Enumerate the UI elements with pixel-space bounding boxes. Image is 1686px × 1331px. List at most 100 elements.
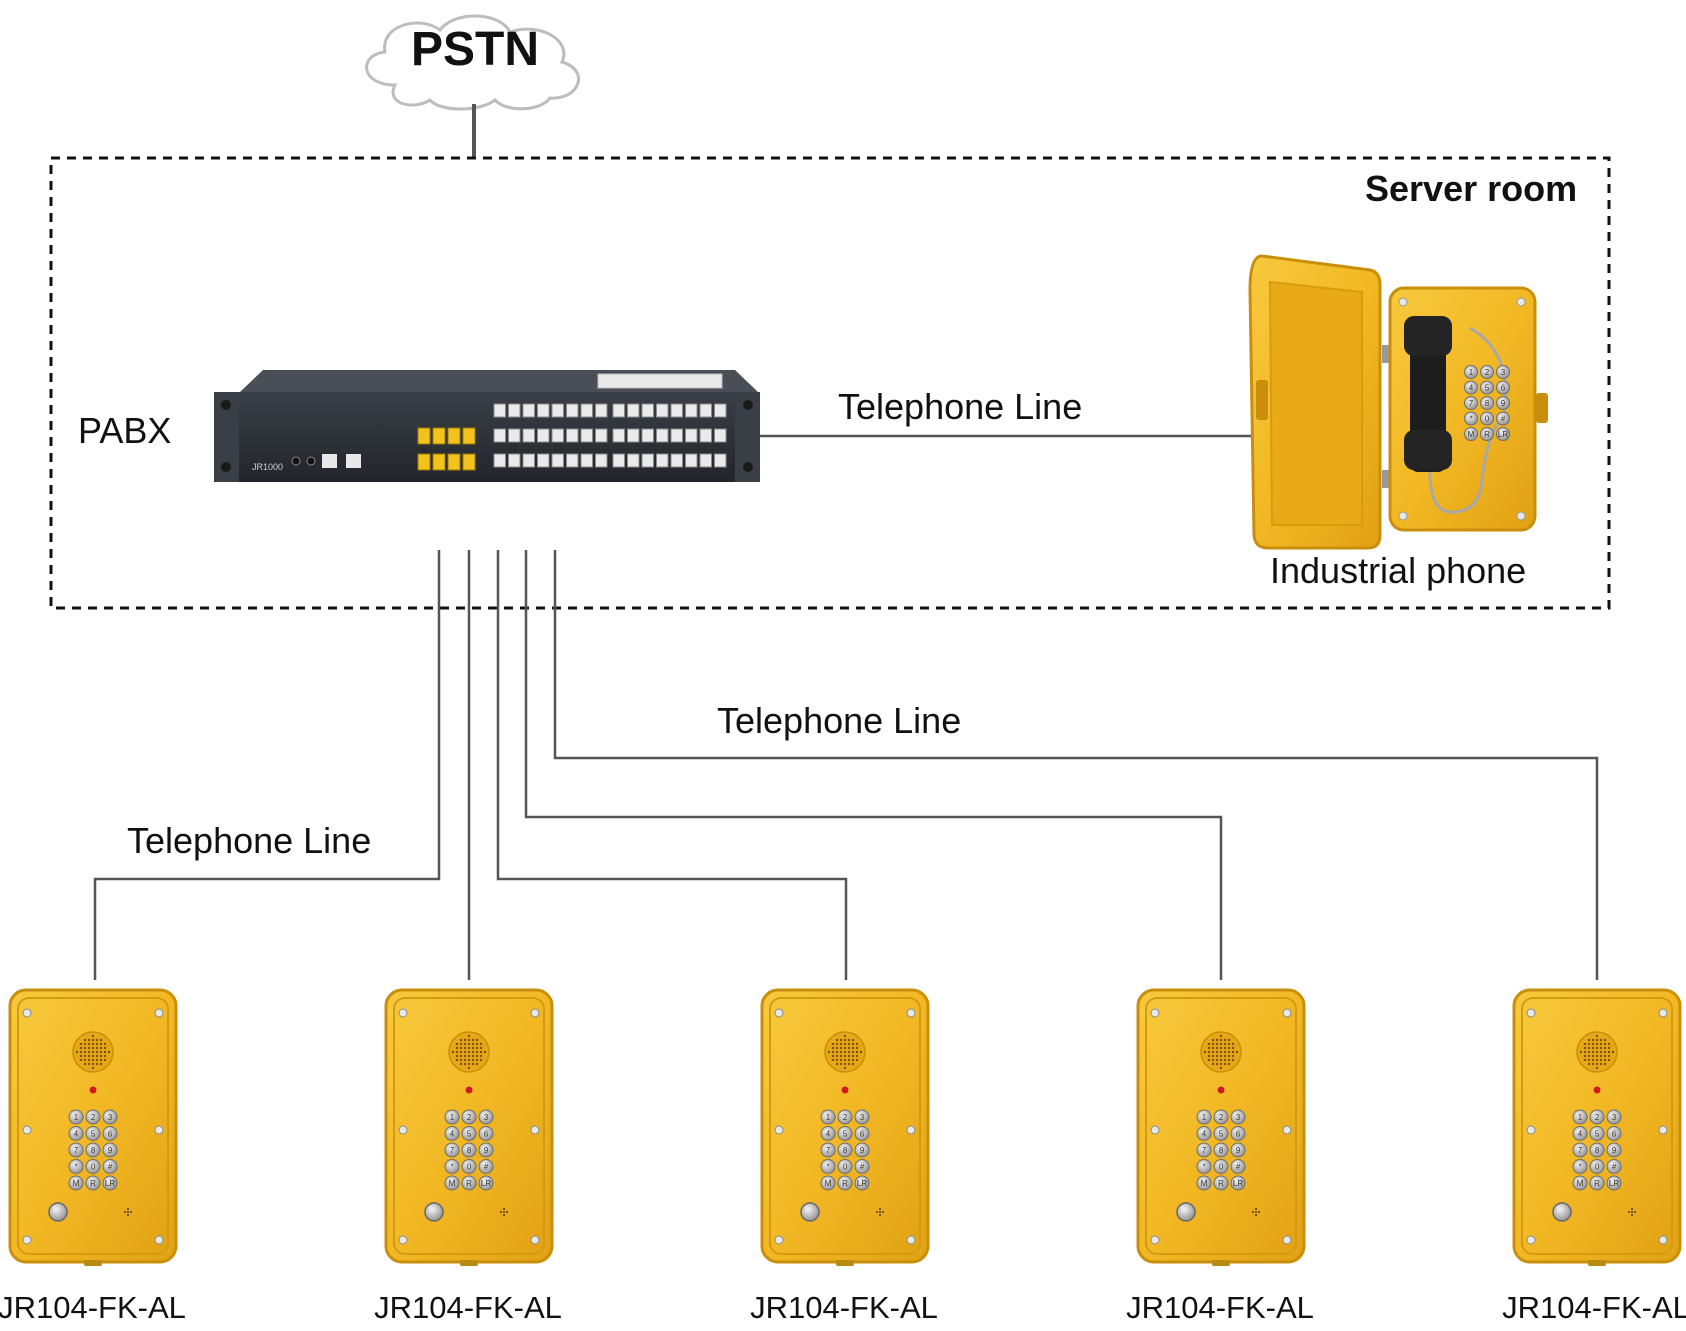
keypad-key [854,1109,870,1125]
keypad-key-label: 4 [1469,383,1474,392]
telephone-line-label-top: Telephone Line [838,386,1083,427]
telephone-line-label-left: Telephone Line [127,820,372,861]
speaker-grille-icon [1576,1031,1618,1073]
keypad-key [444,1126,460,1141]
keypad-key-label: 9 [1612,1146,1617,1155]
keypad-key [85,1109,101,1125]
co-port [462,427,476,445]
keypad-key-label: R [1594,1179,1600,1188]
keypad-key [478,1142,494,1158]
line-phone-1 [93,550,441,980]
screw-icon [1150,1235,1160,1245]
keypad-key-label: 6 [1612,1129,1617,1138]
line-phone-5 [553,550,1599,980]
extension-port [551,453,564,468]
keypad-key [68,1159,84,1174]
keypad-key-label: 0 [467,1162,472,1171]
pstn-cloud [365,14,580,111]
extension-port [656,453,669,468]
keypad-key-label: # [1501,414,1506,423]
server-room-label: Server room [1365,168,1578,209]
phone-panel-edge [1145,997,1297,1255]
keypad-key-label: 8 [91,1146,96,1155]
keypad-key [102,1109,118,1125]
keypad-key [1464,427,1478,441]
keypad-key-label: LR [1609,1179,1619,1188]
phone-4-label: JR104-FK-AL [1126,1290,1314,1325]
keypad-key-label: R [1218,1179,1224,1188]
keypad-key [820,1142,836,1158]
co-port [447,453,461,471]
keypad-key-label: 2 [1219,1113,1224,1122]
screw-icon [906,1235,916,1245]
microphone-icon [1251,1207,1261,1217]
extension-port [699,428,712,443]
keypad-key-label: 7 [1578,1146,1583,1155]
keypad-key-label: 2 [843,1113,848,1122]
keypad-key-label: * [74,1162,77,1171]
extension-port [522,453,535,468]
pabx-model-print: JR1000 [252,462,283,472]
keypad-key-label: 3 [860,1113,865,1122]
keypad-key-label: 6 [1236,1129,1241,1138]
screw-icon [906,1008,916,1018]
screw-icon [530,1008,540,1018]
screw-icon [154,1008,164,1018]
keypad-key-label: 5 [1485,383,1490,392]
keypad-key-label: 3 [1501,368,1506,377]
keypad-key [1230,1159,1246,1174]
extension-port [493,428,506,443]
screw-icon [398,1235,408,1245]
keypad-key-label: 5 [843,1129,848,1138]
speaker-grille-icon [824,1031,866,1073]
keypad-key-label: 1 [1469,368,1474,377]
keypad-key-label: 4 [1578,1129,1583,1138]
keypad-key [478,1159,494,1174]
extension-port [537,428,550,443]
keypad-key [68,1175,84,1191]
keypad-key [1230,1142,1246,1158]
keypad-key [1589,1159,1605,1174]
extension-port [627,428,640,443]
keypad-key [85,1126,101,1141]
speaker-grille-icon [448,1031,490,1073]
keypad-key [444,1109,460,1125]
screw-icon [22,1235,32,1245]
keypad-key [1589,1175,1605,1191]
status-led-icon [1217,1086,1225,1094]
keypad-key-label: # [1612,1162,1617,1171]
keypad-key [854,1175,870,1191]
keypad-key-label: 7 [826,1146,831,1155]
microphone-icon [499,1207,509,1217]
keypad-key-label: R [1484,430,1490,439]
extension-port [656,428,669,443]
keypad-key-label: 1 [450,1113,455,1122]
phone-panel-edge [769,997,921,1255]
keypad-key [444,1159,460,1174]
keypad-key [820,1109,836,1125]
keypad-key [461,1109,477,1125]
co-port [462,453,476,471]
extension-port [641,403,654,418]
keypad-key [1213,1126,1229,1141]
co-port [447,427,461,445]
extension-port [493,403,506,418]
keypad-key [1606,1142,1622,1158]
extension-port [714,453,727,468]
keypad-key-label: 4 [74,1129,79,1138]
pabx-label: PABX [78,410,172,451]
keypad-key-label: M [449,1179,456,1188]
keypad-key-label: # [860,1162,865,1171]
pabx-extension-ports [493,403,727,468]
extension-port [580,403,593,418]
extension-port [508,403,521,418]
keypad-key [478,1126,494,1141]
co-port [432,427,446,445]
status-led-icon [1593,1086,1601,1094]
keypad-key-label: * [826,1162,829,1171]
keypad-key [461,1175,477,1191]
keypad-key [1464,396,1478,410]
call-button-icon [800,1202,820,1222]
